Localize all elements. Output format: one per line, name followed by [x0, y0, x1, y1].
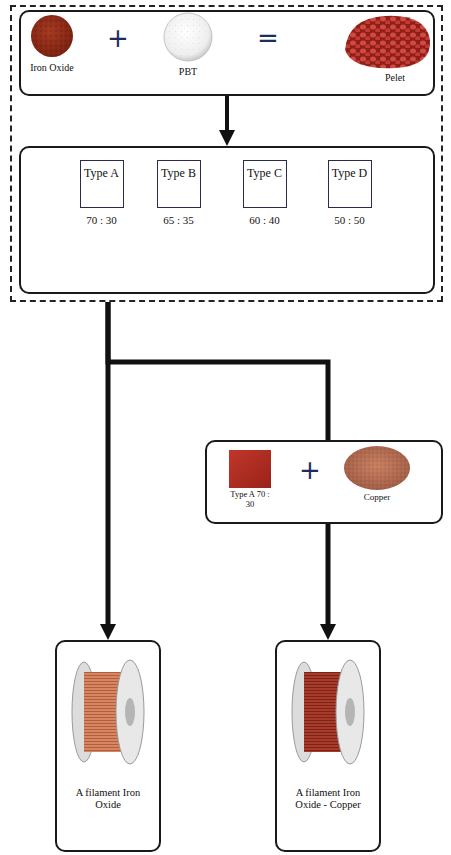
copper-powder [344, 446, 410, 490]
node-text: Type B [160, 167, 198, 181]
illustration-part [116, 660, 144, 764]
pellet-pile [345, 16, 430, 68]
node-text: Copper [347, 492, 407, 502]
node-caption: Iron Oxide [17, 62, 87, 74]
illustration-part [165, 14, 211, 60]
node-caption: PBT [168, 66, 208, 78]
node-caption: 65 : 35 [149, 214, 209, 227]
type-box: Type C60 : 40 [243, 160, 287, 208]
node-caption: 60 : 40 [235, 214, 295, 227]
filament-spool [72, 660, 144, 764]
node-caption: 70 : 30 [72, 214, 132, 227]
node-text: Type A [83, 167, 121, 181]
type-box: Type D50 : 50 [328, 160, 372, 208]
illustration-part [229, 450, 271, 488]
copper-mix-box: Type A 70 : 30 Copper [205, 440, 443, 524]
node-text: Type A 70 : 30 [228, 490, 272, 510]
node-text: Type D [331, 167, 369, 181]
types-box: Type A70 : 30Type B65 : 35Type C60 : 40T… [19, 146, 435, 294]
node-text: Type C [246, 167, 284, 181]
filament-box: A filament Iron Oxide [55, 640, 161, 852]
filament-box: A filament Iron Oxide - Copper [275, 640, 381, 852]
type-box: Type A70 : 30 [80, 160, 124, 208]
node-text: A filament Iron Oxide [66, 787, 150, 811]
illustration-part [336, 660, 364, 764]
illustration-part [164, 13, 212, 61]
type-a-sheet [229, 450, 271, 488]
flow-arrow [225, 96, 229, 138]
illustration-part [31, 15, 73, 57]
illustration-part [344, 446, 410, 490]
materials-box: Iron Oxide PBT Pelet [19, 10, 435, 96]
node-text: A filament Iron Oxide - Copper [286, 787, 370, 811]
operator-symbol: + [299, 457, 321, 483]
illustration-part [31, 15, 73, 57]
operator-symbol: + [107, 25, 129, 51]
illustration-part [345, 16, 430, 68]
illustration-part [125, 698, 135, 726]
dashed-group: Iron OxidePBTPeletType A70 : 30Type B65 … [10, 5, 443, 302]
pbt-powder [164, 13, 212, 61]
iron-oxide-powder [31, 15, 73, 57]
flow-arrow [108, 302, 328, 440]
node-caption: 50 : 50 [320, 214, 380, 227]
node-caption: Pelet [370, 72, 420, 84]
illustration-part [344, 446, 410, 490]
type-box: Type B65 : 35 [157, 160, 201, 208]
illustration-part [345, 698, 355, 726]
filament-spool [292, 660, 364, 764]
flow-arrow [326, 524, 331, 632]
operator-symbol: = [257, 25, 279, 51]
